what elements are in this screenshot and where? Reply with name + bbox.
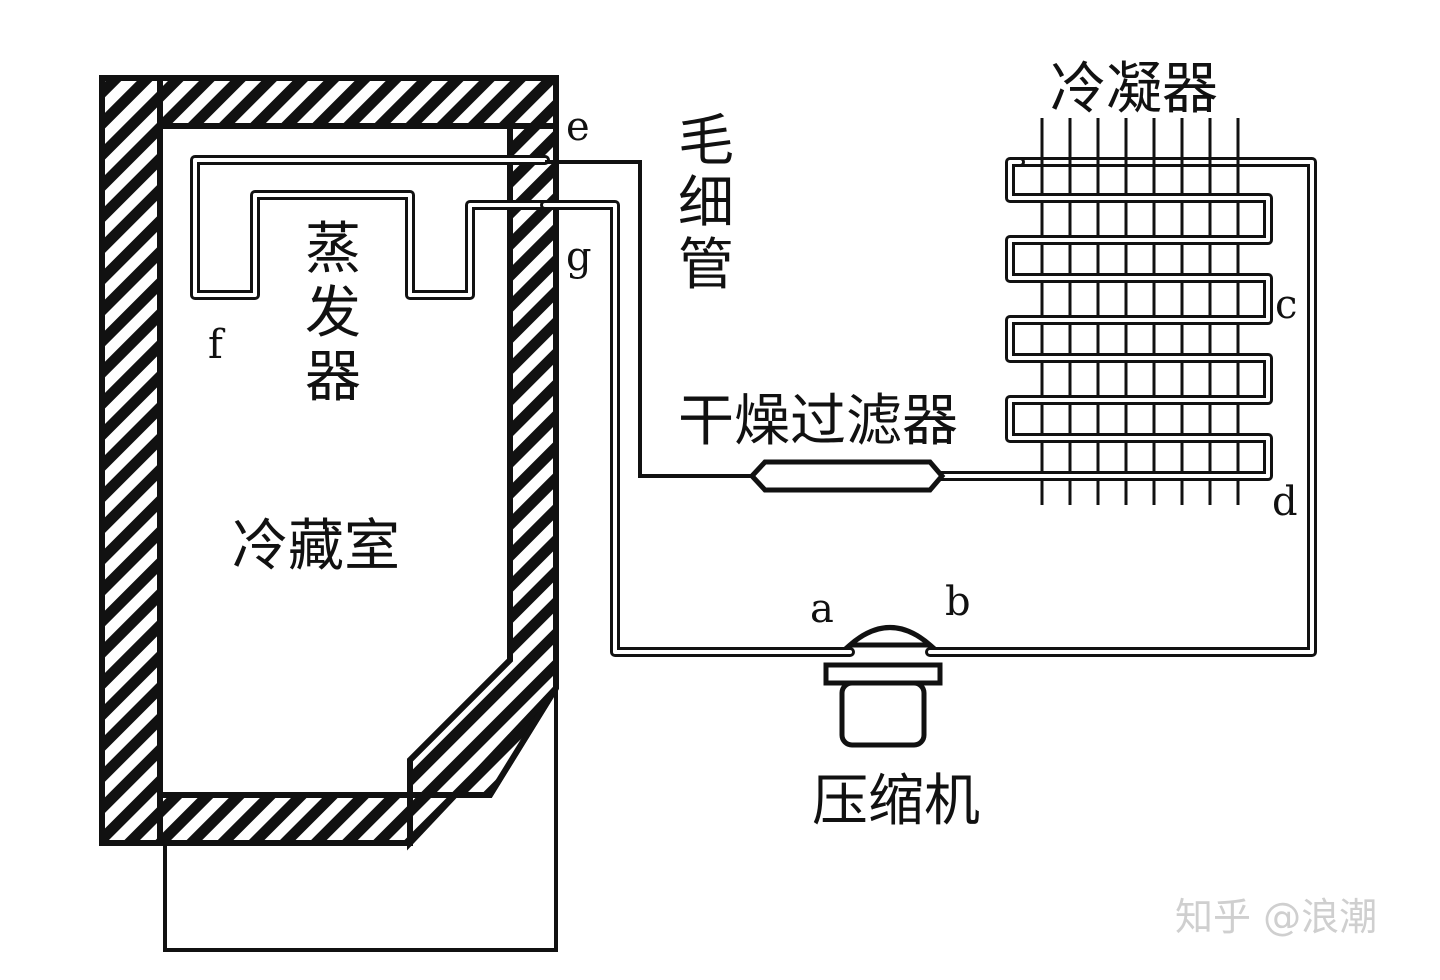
watermark: 知乎 @浪潮 — [1175, 895, 1377, 939]
filter-drier — [748, 459, 946, 493]
evaporator-label-3: 器 — [305, 345, 361, 410]
capillary-label-2: 细 — [678, 171, 734, 236]
capillary-tube — [545, 160, 752, 478]
point-d: d — [1272, 479, 1298, 525]
discharge-line — [925, 157, 1317, 657]
condenser-fins — [1040, 118, 1240, 505]
condenser-label: 冷凝器 — [1050, 57, 1218, 122]
point-a: a — [810, 586, 834, 632]
bottom-wall — [157, 792, 413, 846]
left-wall — [99, 75, 163, 846]
compressor — [823, 625, 943, 748]
chamber-label: 冷藏室 — [232, 514, 400, 579]
point-f: f — [208, 322, 226, 368]
capillary-label-1: 毛 — [678, 109, 734, 174]
point-e: e — [566, 104, 590, 150]
capillary-label-3: 管 — [678, 233, 734, 298]
evaporator-label-2: 发 — [305, 281, 361, 346]
evaporator-pipe — [190, 155, 550, 300]
point-g: g — [566, 234, 592, 280]
base-frame — [163, 688, 558, 952]
top-wall — [157, 75, 559, 129]
return-line — [540, 200, 855, 657]
evaporator-label-1: 蒸 — [305, 217, 361, 282]
filter-drier-label: 干燥过滤器 — [678, 389, 958, 454]
compressor-label: 压缩机 — [812, 769, 980, 834]
point-b: b — [945, 579, 971, 625]
condenser — [935, 118, 1273, 505]
point-c: c — [1275, 282, 1297, 328]
